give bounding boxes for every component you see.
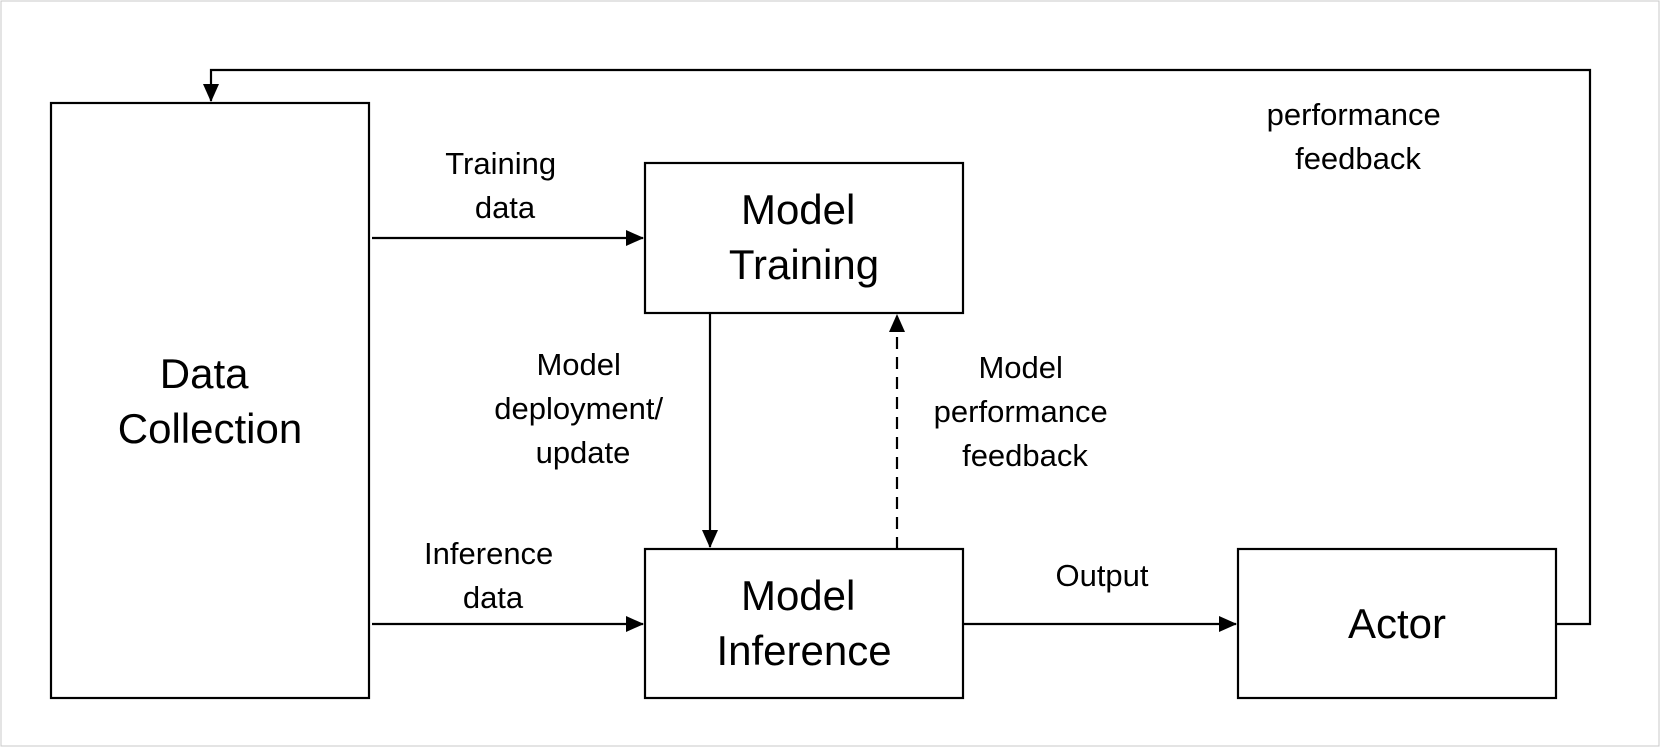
model-performance-feedback-label-line: feedback xyxy=(962,438,1088,473)
output-label: Output xyxy=(1055,558,1148,593)
model-training-label-line: Model xyxy=(741,186,855,233)
model-training-label-line: Training xyxy=(729,241,879,288)
data-collection-label: Data Collection xyxy=(118,350,302,452)
data-collection-label-line: Data xyxy=(160,350,249,397)
data-collection-label-line: Collection xyxy=(118,405,302,452)
inference-data-label: Inference data xyxy=(424,536,562,615)
model-performance-feedback-label-line: Model xyxy=(978,350,1062,385)
model-inference-label-line: Inference xyxy=(716,627,891,674)
performance-feedback-arrow xyxy=(203,68,1592,626)
model-inference-box xyxy=(643,547,965,700)
training-data-label: Training data xyxy=(445,146,564,225)
model-performance-feedback-label: Model performance feedback xyxy=(934,350,1117,473)
model-deployment-label-line: deployment/ xyxy=(494,391,663,426)
output-label-line: Output xyxy=(1055,558,1148,593)
performance-feedback-label-line: performance xyxy=(1267,97,1441,132)
training-data-label-line: Training xyxy=(445,146,556,181)
model-inference-label: Model Inference xyxy=(716,572,891,674)
inference-data-label-line: Inference xyxy=(424,536,553,571)
data-collection-box xyxy=(49,101,371,700)
actor-label: Actor xyxy=(1348,600,1446,647)
performance-feedback-label: performance feedback xyxy=(1267,97,1450,176)
model-deployment-label: Model deployment/ update xyxy=(494,347,672,470)
model-training-label: Model Training xyxy=(729,186,879,288)
inference-data-label-line: data xyxy=(463,580,524,615)
model-training-box xyxy=(643,161,965,315)
actor-label-line: Actor xyxy=(1348,600,1446,647)
performance-feedback-label-line: feedback xyxy=(1295,141,1421,176)
model-deployment-label-line: Model xyxy=(536,347,620,382)
model-deployment-label-line: update xyxy=(536,435,631,470)
model-performance-feedback-label-line: performance xyxy=(934,394,1108,429)
model-inference-label-line: Model xyxy=(741,572,855,619)
training-data-label-line: data xyxy=(475,190,536,225)
